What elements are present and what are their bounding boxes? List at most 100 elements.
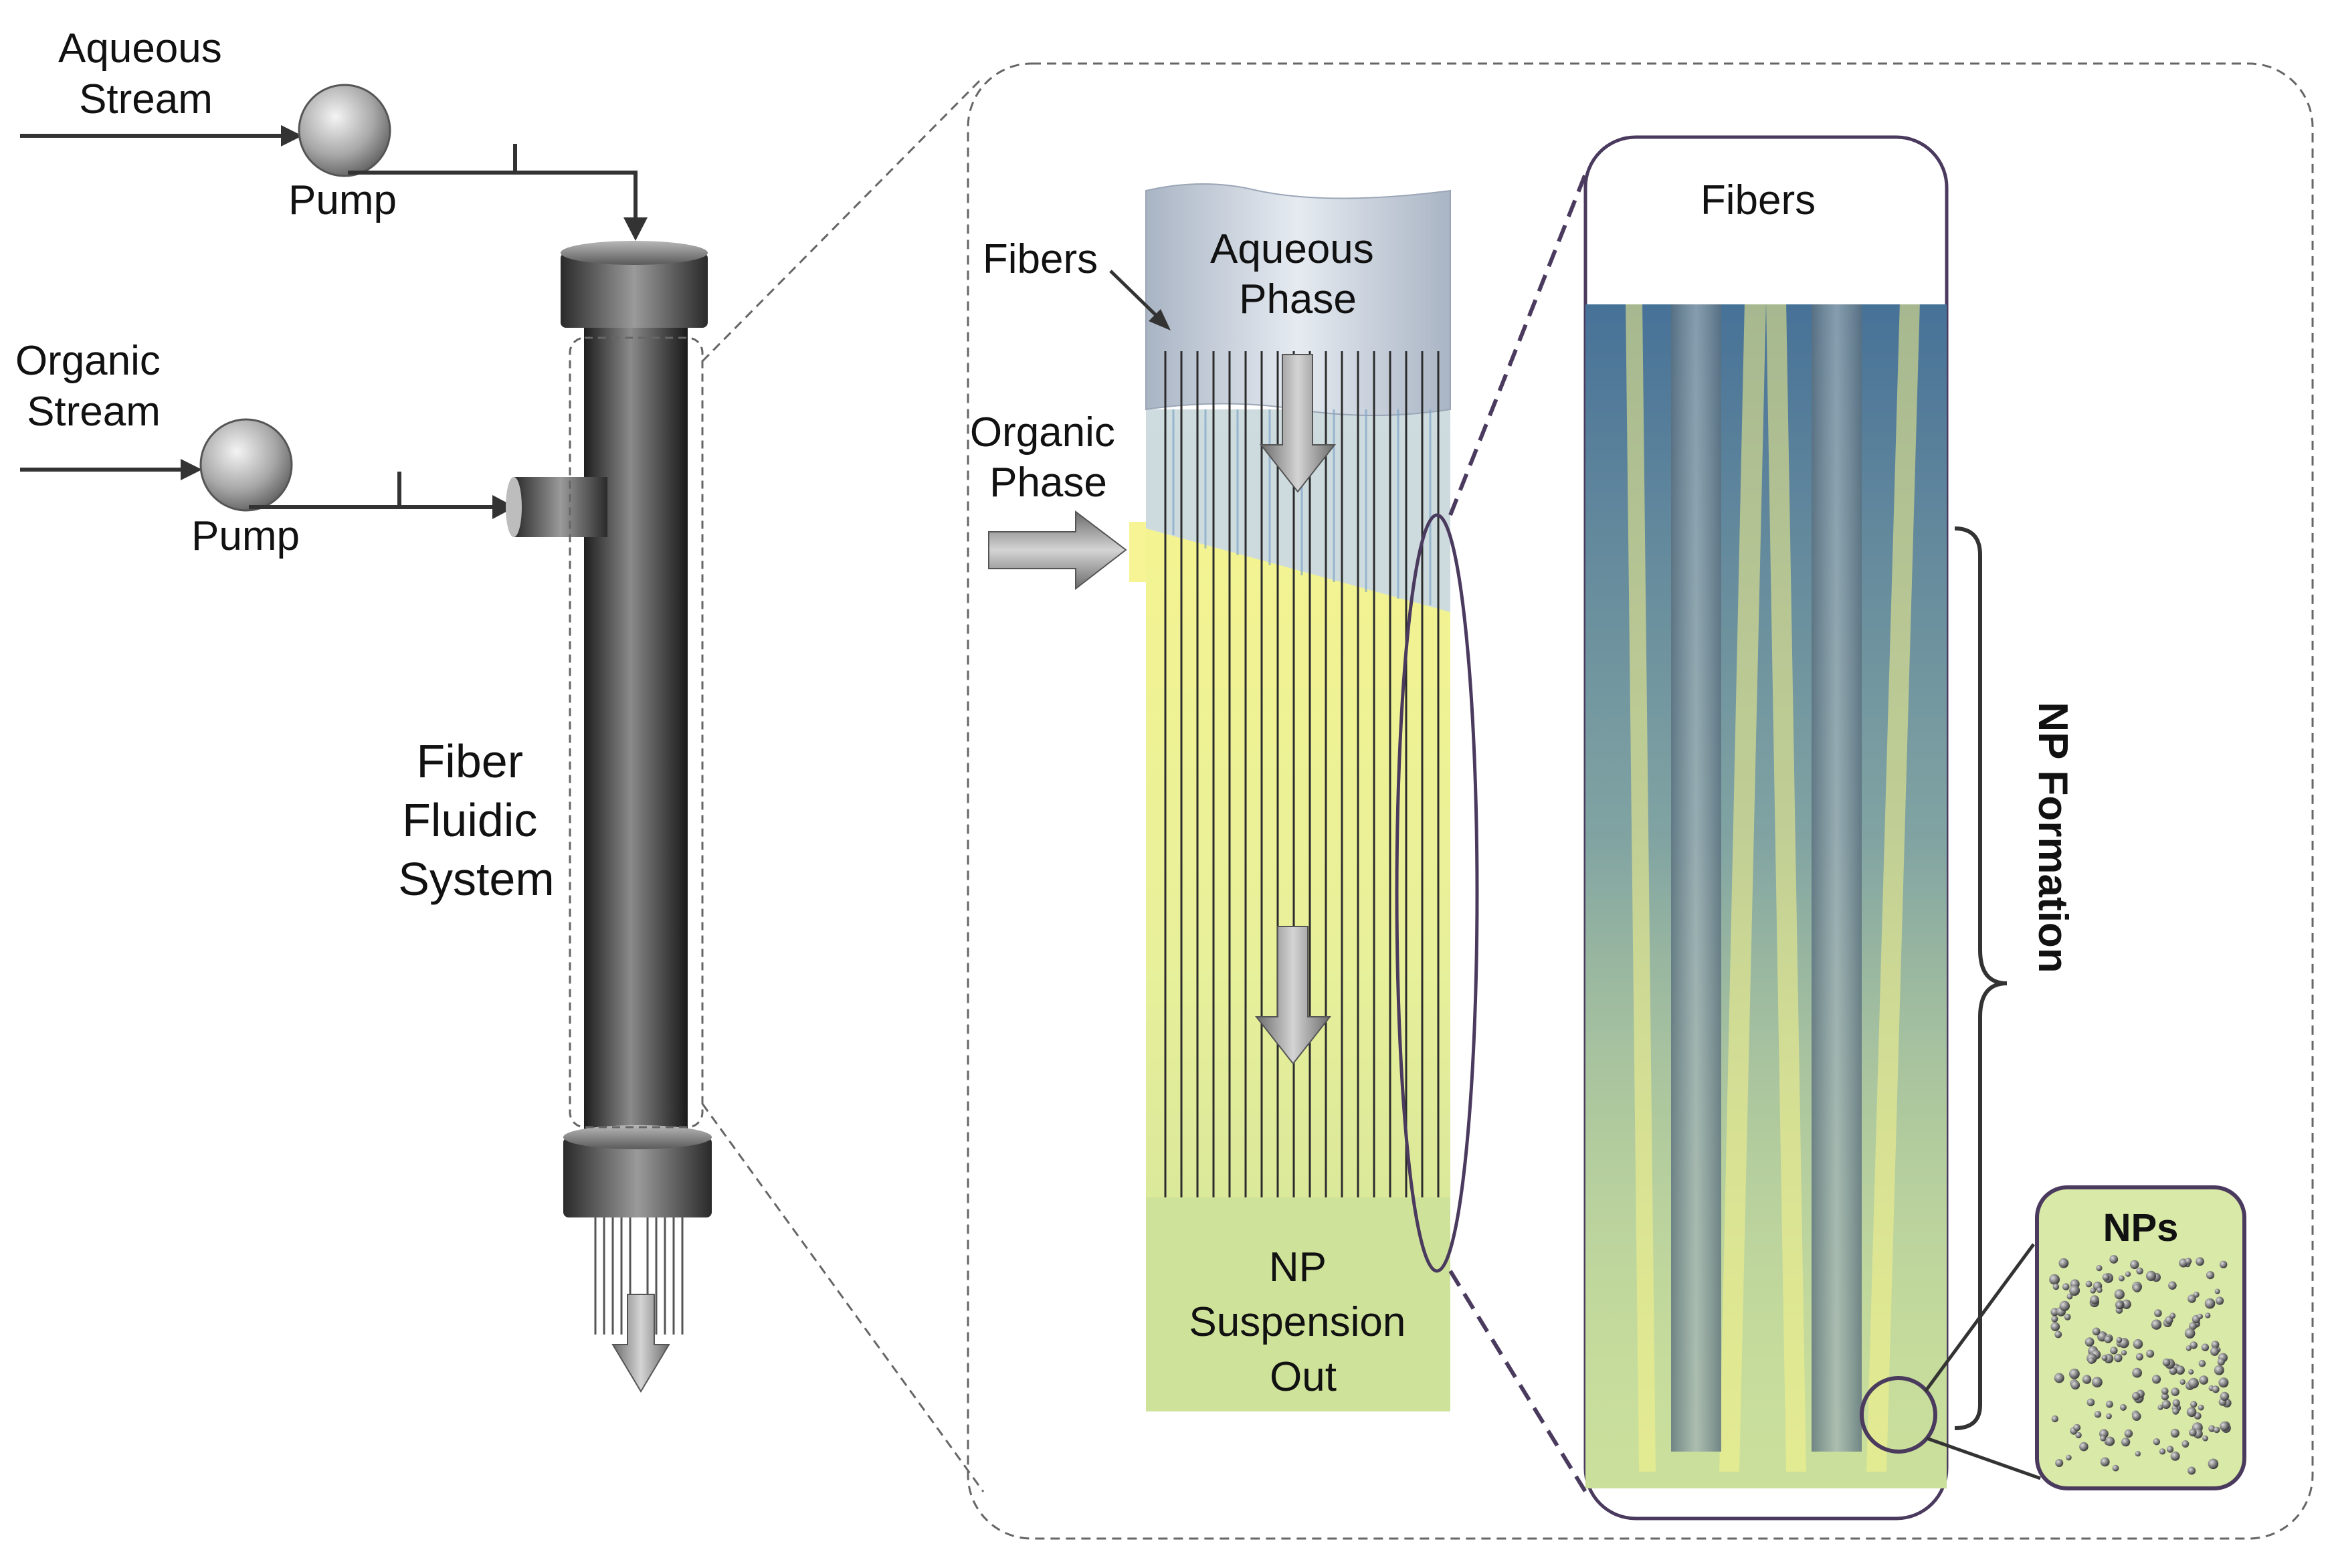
fiber-column	[506, 241, 712, 1393]
nanoparticle-dot	[2055, 1459, 2064, 1467]
nanoparticle-dot	[2211, 1341, 2220, 1349]
nanoparticle-dot	[2088, 1357, 2095, 1364]
nanoparticle-dot	[2206, 1271, 2215, 1280]
organic-stream-label: Organic Stream	[15, 338, 172, 435]
nanoparticle-dot	[2202, 1435, 2208, 1442]
nanoparticle-dot	[2204, 1298, 2216, 1309]
nanoparticle-dot	[2054, 1373, 2064, 1383]
nanoparticle-dot	[2050, 1322, 2060, 1331]
nanoparticle-dot	[2214, 1288, 2220, 1294]
nanoparticle-dot	[2220, 1260, 2228, 1269]
zoom-panel	[967, 62, 2314, 1540]
aqueous-phase-label: Aqueous Phase	[1210, 226, 1385, 322]
nanoparticle-dot	[2090, 1295, 2099, 1304]
nps-label: NPs	[2103, 1206, 2179, 1250]
nanoparticle-dot	[2070, 1380, 2080, 1390]
nanoparticle-dot	[2153, 1438, 2160, 1446]
fibers-label: Fibers	[983, 236, 1098, 282]
nanoparticle-dot	[2190, 1401, 2198, 1408]
nanoparticle-dot	[2169, 1367, 2177, 1375]
nanoparticle-dot	[2082, 1375, 2092, 1384]
nanoparticle-dot	[2184, 1328, 2196, 1339]
nanoparticle-dot	[2073, 1424, 2081, 1432]
nanoparticle-dot	[2188, 1377, 2199, 1389]
nanoparticle-dot	[2110, 1347, 2118, 1355]
nanoparticle-dot	[2102, 1273, 2110, 1281]
nanoparticle-dot	[2136, 1267, 2143, 1275]
aqueous-stream-label: Aqueous Stream	[58, 25, 233, 122]
fiber-closeup	[1583, 135, 1949, 1521]
nanoparticle-dot	[2190, 1341, 2198, 1349]
nanoparticle-dot	[2197, 1313, 2203, 1320]
aqueous-feed	[20, 84, 648, 241]
nanoparticle-dot	[2170, 1428, 2179, 1438]
nanoparticle-dot	[2151, 1375, 2161, 1384]
nanoparticle-dot	[2075, 1432, 2082, 1439]
nanoparticle-dot	[2106, 1400, 2113, 1408]
nanoparticle-dot	[2054, 1331, 2062, 1339]
pump-label: Pump	[288, 177, 397, 223]
nanoparticle-dot	[2205, 1312, 2211, 1318]
nanoparticle-dot	[2179, 1379, 2186, 1385]
nanoparticle-dot	[2171, 1387, 2179, 1396]
nanoparticle-dot	[2186, 1345, 2192, 1351]
nanoparticle-dot	[2220, 1422, 2230, 1432]
nanoparticle-dot	[2112, 1464, 2119, 1472]
nanoparticle-dot	[2198, 1404, 2204, 1411]
nanoparticle-dot	[2052, 1283, 2060, 1290]
np-formation-brace	[1954, 526, 2008, 1430]
nanoparticle-dot	[2106, 1413, 2112, 1419]
nanoparticle-dot	[2175, 1365, 2185, 1375]
nanoparticle-dot	[2100, 1435, 2107, 1442]
nanoparticle-dot	[2172, 1407, 2179, 1415]
fibers-right-label: Fibers	[1701, 177, 1816, 223]
nanoparticle-dot	[2130, 1260, 2139, 1270]
nanoparticle-dot	[2212, 1385, 2220, 1393]
nanoparticle-dot	[2135, 1451, 2141, 1457]
nanoparticle-dot	[2188, 1369, 2194, 1375]
nanoparticle-dot	[2119, 1403, 2127, 1411]
nanoparticle-dot	[2121, 1438, 2131, 1447]
nanoparticle-dot	[2198, 1360, 2206, 1367]
nanoparticle-dots	[2049, 1255, 2232, 1475]
nanoparticle-dot	[2062, 1283, 2070, 1290]
nanoparticle-dot	[2168, 1281, 2177, 1290]
nanoparticle-dot	[2084, 1337, 2095, 1347]
nanoparticle-dot	[2115, 1301, 2124, 1309]
nanoparticle-dot	[2109, 1255, 2119, 1264]
nanoparticle-dot	[2218, 1377, 2229, 1388]
nanoparticle-dot	[2114, 1353, 2123, 1363]
nanoparticle-dot	[2058, 1258, 2069, 1268]
organic-phase-label: Organic Phase	[970, 409, 1127, 506]
nanoparticle-dot	[2096, 1265, 2103, 1272]
nanoparticle-dot	[2172, 1399, 2180, 1407]
nanoparticle-dot	[2092, 1377, 2103, 1388]
nanoparticle-dot	[2214, 1365, 2224, 1375]
nanoparticle-dot	[2086, 1398, 2095, 1407]
nanoparticle-dot	[2114, 1289, 2125, 1300]
nanoparticle-dot	[2094, 1411, 2102, 1418]
nanoparticle-dot	[2162, 1358, 2171, 1367]
nanoparticle-dot	[2059, 1300, 2070, 1312]
nanoparticle-dot	[2170, 1451, 2180, 1461]
nanoparticle-dot	[2208, 1458, 2219, 1470]
pump-icon	[298, 84, 391, 177]
nanoparticle-dot	[2049, 1274, 2060, 1285]
np-suspension-label: NP Suspension Out	[1189, 1244, 1417, 1400]
nanoparticle-dot	[2169, 1312, 2176, 1319]
nanoparticle-dot	[2085, 1280, 2093, 1288]
nanoparticle-dot	[2133, 1339, 2143, 1349]
nanoparticle-dot	[2133, 1284, 2141, 1292]
nanoparticle-dot	[2181, 1440, 2190, 1448]
nanoparticle-dot	[2118, 1275, 2125, 1282]
nanoparticle-dot	[2132, 1391, 2141, 1401]
nanoparticle-dot	[2220, 1391, 2230, 1401]
nanoparticle-dot	[2121, 1350, 2127, 1356]
membrane-column	[988, 183, 1479, 1411]
nanoparticle-dot	[2116, 1337, 2123, 1343]
nanoparticle-dot	[2132, 1367, 2143, 1378]
nanoparticle-dot	[2151, 1319, 2162, 1330]
nanoparticle-dot	[2161, 1399, 2171, 1409]
pump-label: Pump	[191, 513, 300, 559]
